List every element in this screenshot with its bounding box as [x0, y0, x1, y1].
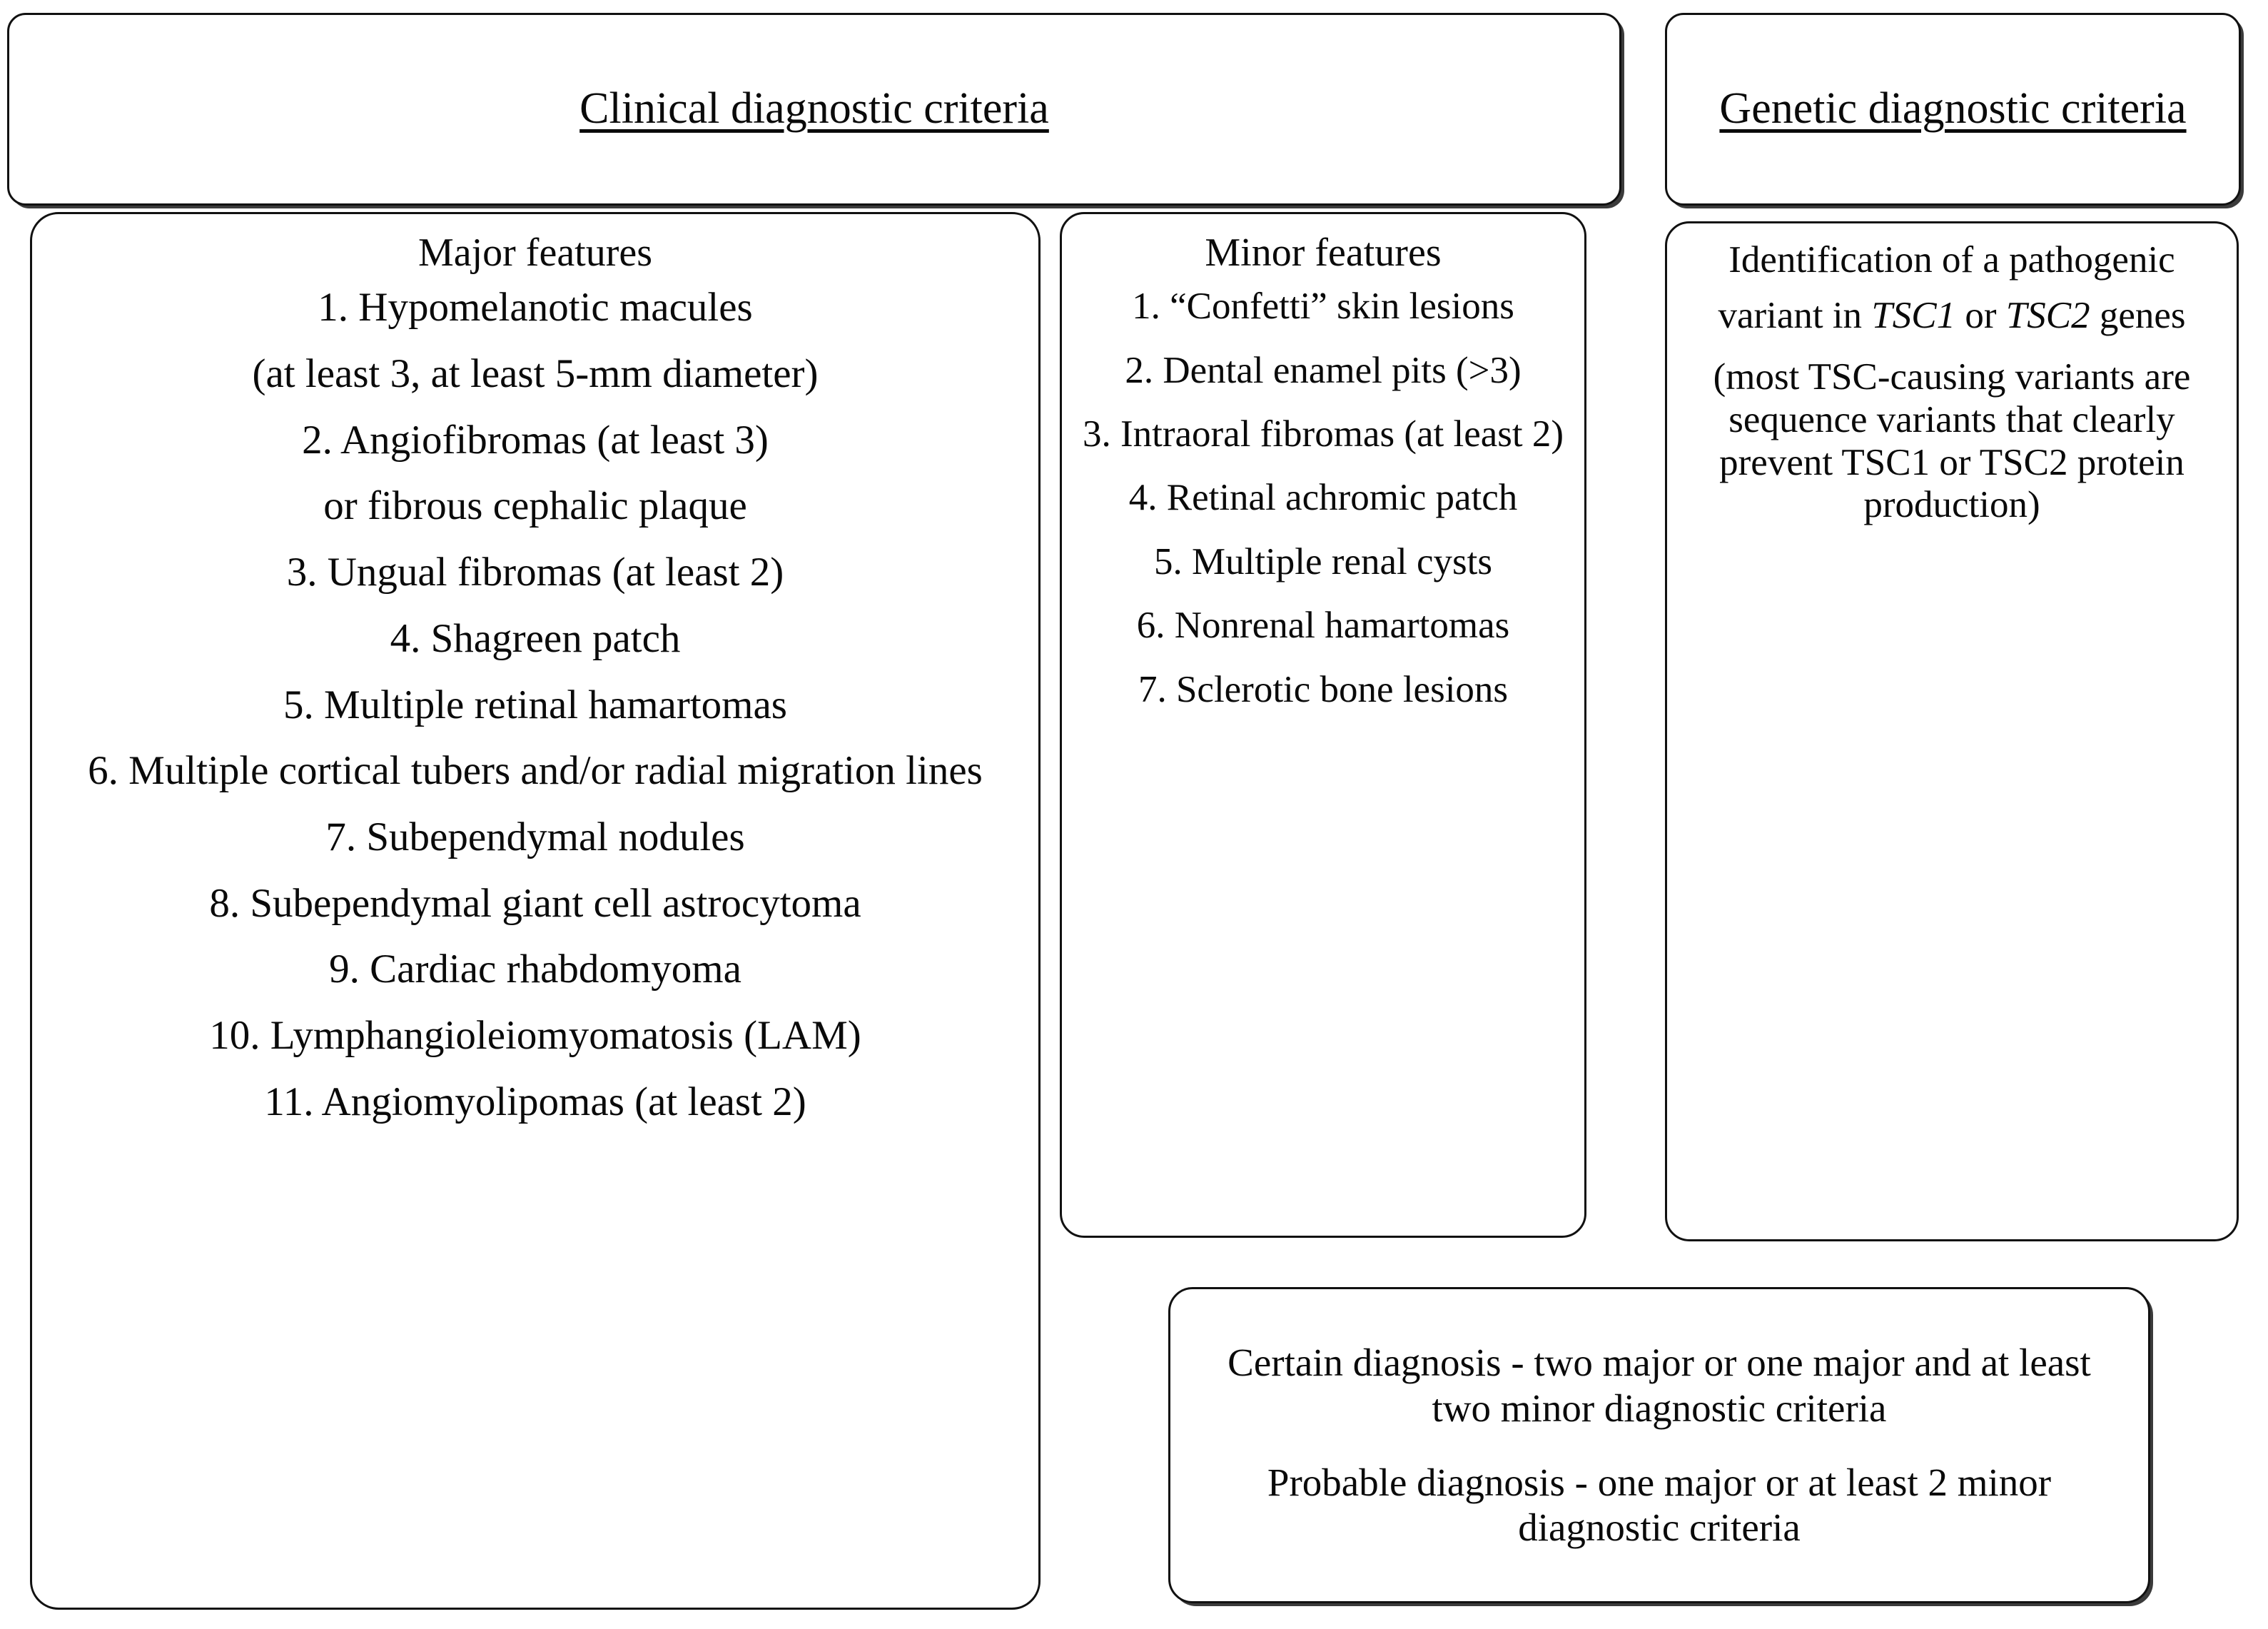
genetic-variant-suffix: genes — [2090, 294, 2186, 336]
list-item: 9. Cardiac rhabdomyoma — [329, 947, 741, 992]
probable-diagnosis-text: Probable diagnosis - one major or at lea… — [1267, 1460, 2052, 1550]
list-item: (at least 3, at least 5-mm diameter) — [252, 351, 819, 397]
genetic-line-note: (most TSC-causing variants are sequence … — [1713, 355, 2191, 526]
genetic-criteria-content-box: Identification of a pathogenic variant i… — [1665, 221, 2239, 1241]
list-item: 1. Hypomelanotic macules — [318, 285, 753, 331]
list-item: 11. Angiomyolipomas (at least 2) — [264, 1079, 806, 1124]
diagnosis-summary-box: Certain diagnosis - two major or one maj… — [1168, 1287, 2150, 1603]
list-item: or fibrous cephalic plaque — [323, 483, 747, 529]
list-item: 10. Lymphangioleiomyomatosis (LAM) — [209, 1012, 861, 1058]
genetic-criteria-header-box: Genetic diagnostic criteria — [1665, 13, 2241, 206]
genetic-variant-prefix: variant in — [1718, 294, 1872, 336]
gene-tsc1: TSC1 — [1871, 294, 1956, 336]
list-item: 8. Subependymal giant cell astrocytoma — [209, 880, 861, 926]
major-features-heading: Major features — [417, 231, 653, 275]
list-item: 7. Sclerotic bone lesions — [1138, 668, 1509, 710]
gene-tsc2: TSC2 — [2005, 294, 2090, 336]
minor-features-heading: Minor features — [1205, 231, 1442, 275]
minor-features-box: Minor features 1. “Confetti” skin lesion… — [1060, 212, 1586, 1238]
list-item: 1. “Confetti” skin lesions — [1132, 286, 1514, 328]
list-item: 4. Shagreen patch — [390, 615, 681, 661]
genetic-line-pathogenic: Identification of a pathogenic — [1728, 239, 2175, 281]
list-item: 7. Subependymal nodules — [325, 814, 745, 859]
major-features-box: Major features 1. Hypomelanotic macules … — [30, 212, 1041, 1610]
genetic-criteria-title: Genetic diagnostic criteria — [1719, 84, 2187, 133]
list-item: 6. Multiple cortical tubers and/or radia… — [88, 748, 983, 794]
list-item: 2. Dental enamel pits (>3) — [1125, 349, 1522, 391]
list-item: 3. Ungual fibromas (at least 2) — [286, 550, 784, 595]
list-item: 5. Multiple renal cysts — [1154, 540, 1492, 582]
certain-diagnosis-text: Certain diagnosis - two major or one maj… — [1227, 1340, 2091, 1430]
list-item: 6. Nonrenal hamartomas — [1136, 605, 1510, 647]
clinical-criteria-header-box: Clinical diagnostic criteria — [7, 13, 1621, 206]
list-item: 3. Intraoral fibromas (at least 2) — [1082, 413, 1564, 455]
list-item: 4. Retinal achromic patch — [1128, 477, 1518, 519]
genetic-line-variant: variant in TSC1 or TSC2 genes — [1686, 295, 2218, 338]
list-item: 2. Angiofibromas (at least 3) — [302, 417, 769, 463]
clinical-criteria-title: Clinical diagnostic criteria — [579, 84, 1049, 133]
list-item: 5. Multiple retinal hamartomas — [283, 682, 787, 727]
genetic-variant-conjunction: or — [1955, 294, 2006, 336]
